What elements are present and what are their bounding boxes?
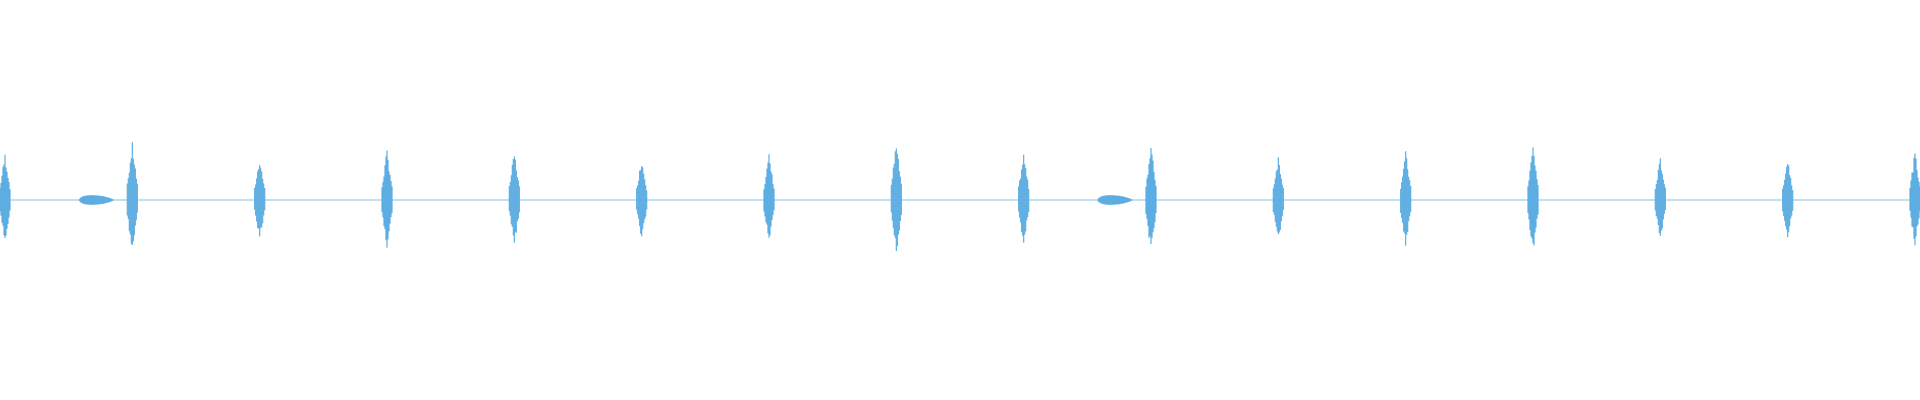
waveform-pulses [0, 142, 1920, 252]
waveform-pulse [1527, 147, 1539, 246]
waveform-pulse [1018, 154, 1030, 243]
waveform-pulse [0, 154, 11, 239]
waveform-pulse [636, 166, 648, 237]
waveform-pulse [1654, 158, 1666, 236]
waveform-pulse [890, 148, 902, 252]
waveform-pulse [763, 154, 775, 238]
waveform-pulse [381, 150, 393, 248]
waveform-pulse [1145, 147, 1157, 244]
waveform-pulse [1909, 153, 1920, 246]
waveform-pulse [508, 156, 520, 243]
waveform-blip [78, 195, 115, 205]
waveform-pulse [254, 165, 266, 237]
waveform-pulse [1400, 151, 1412, 246]
waveform-pulse [1272, 157, 1284, 235]
waveform-pulse [126, 142, 138, 246]
waveform-pulse [1782, 164, 1794, 238]
waveform-blip [1097, 195, 1134, 205]
